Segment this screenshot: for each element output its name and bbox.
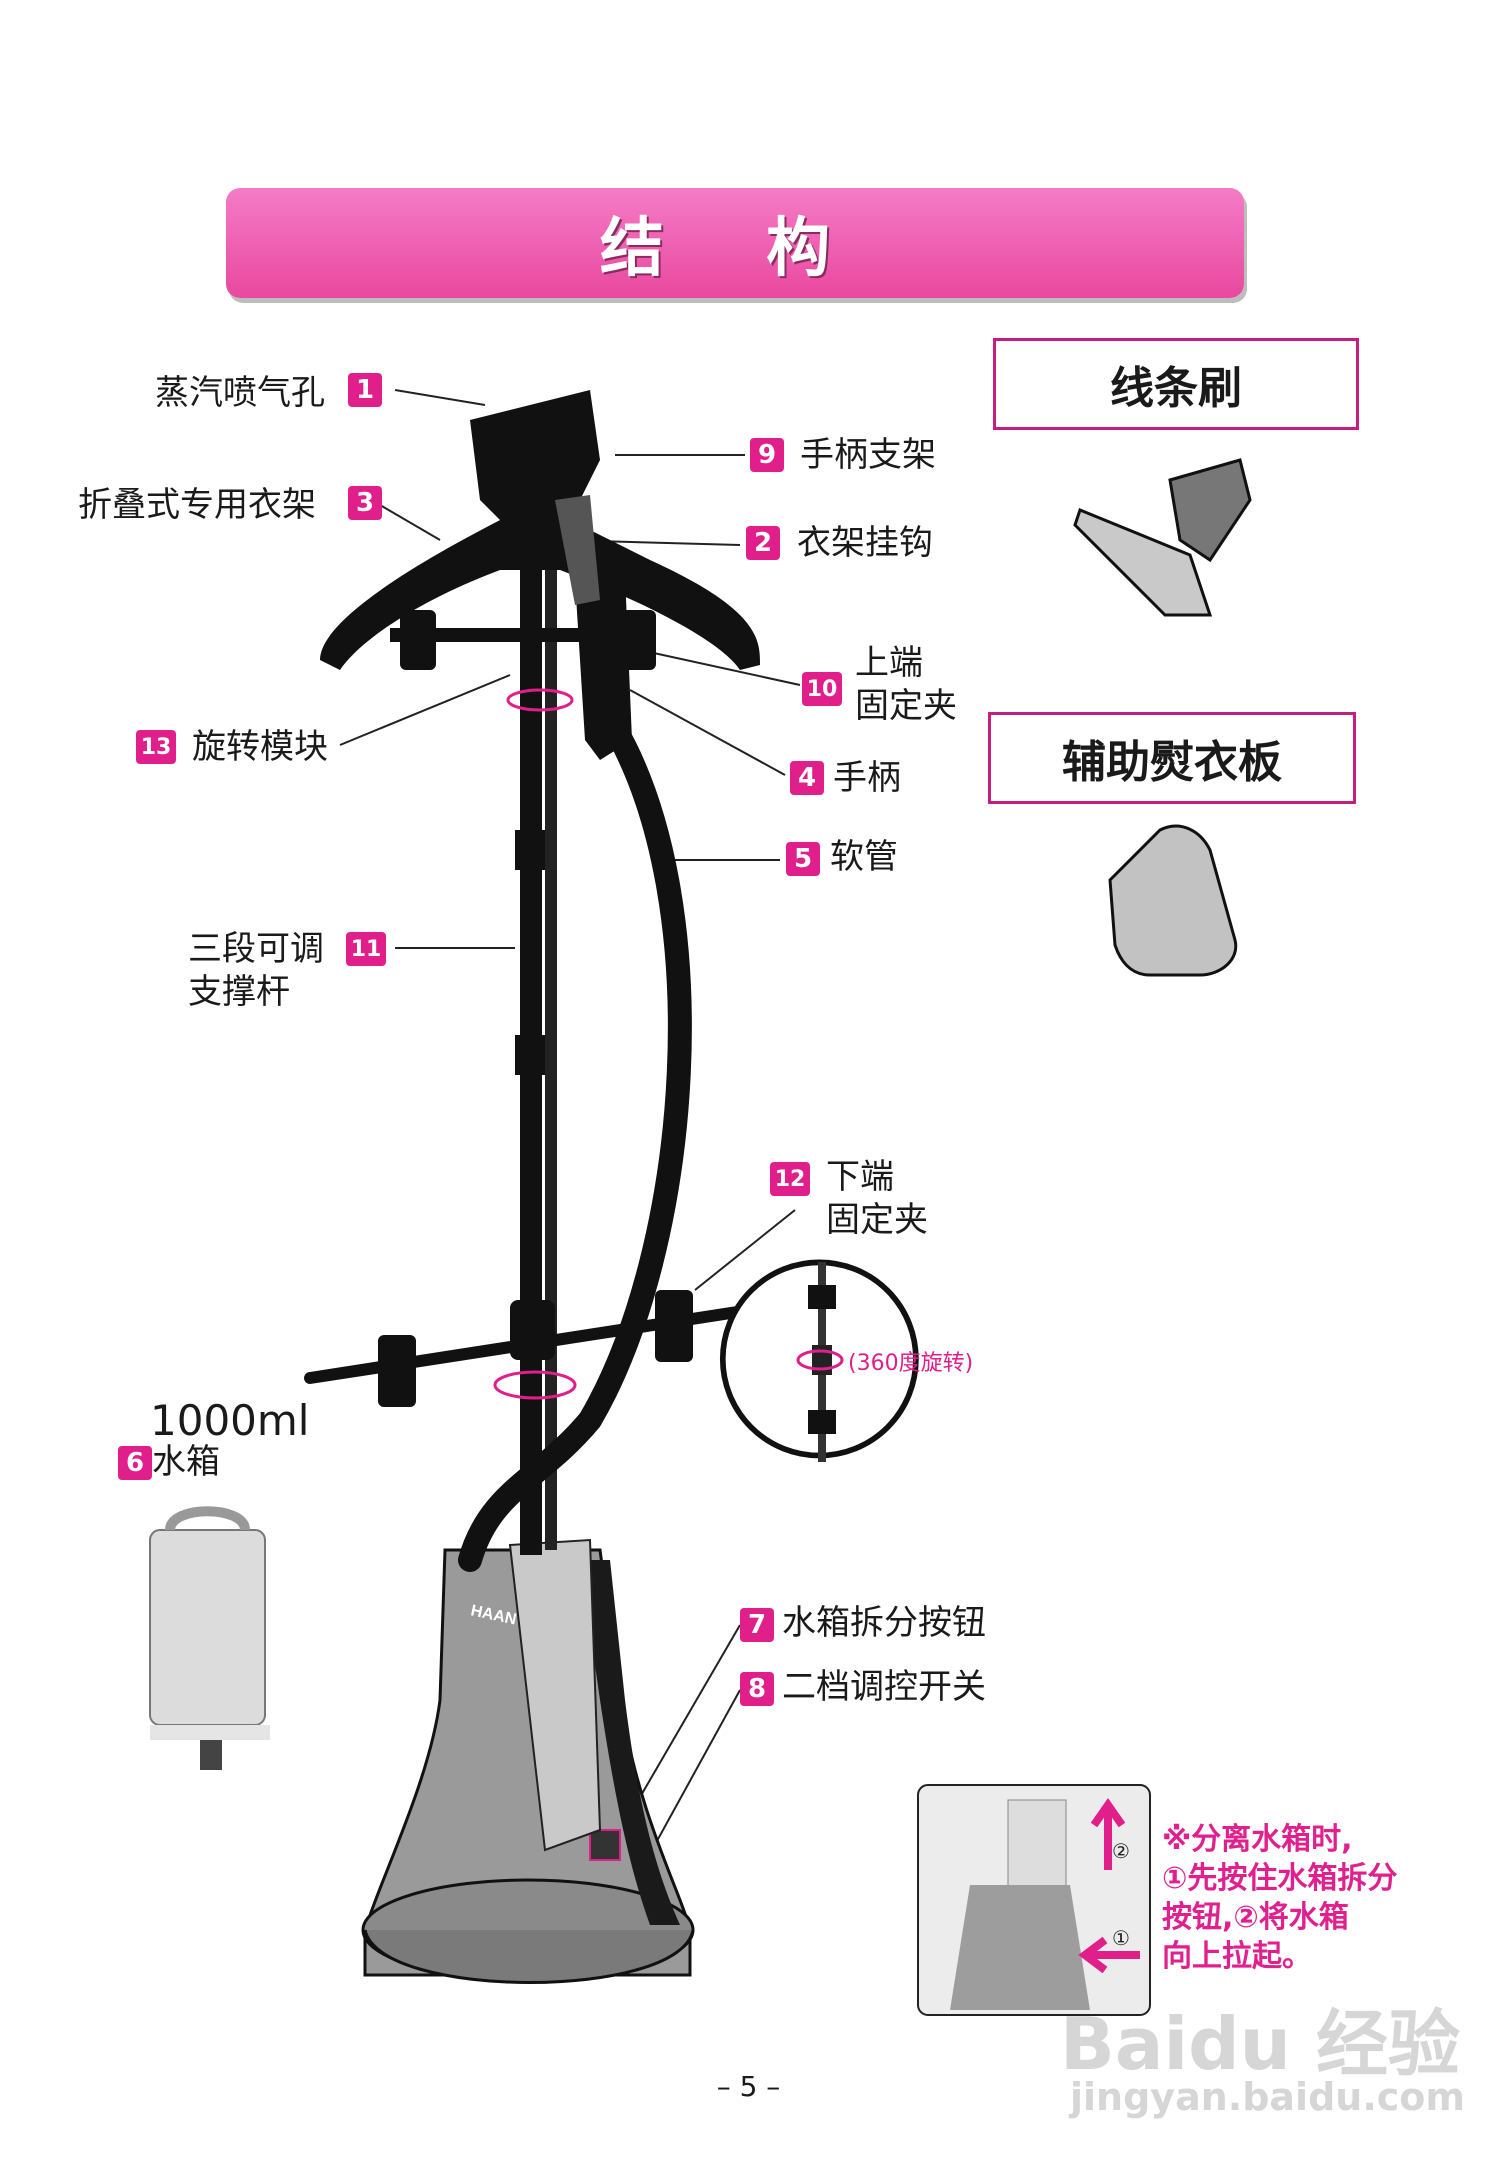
svg-text:①: ① [1112,1926,1130,1950]
badge-6: 6 [118,1446,152,1480]
label-hanger-hook: 衣架挂钩 [797,523,933,563]
label-handle: 手柄 [833,758,901,798]
accessory-brush-title: 线条刷 [993,338,1359,430]
label-water-tank: 水箱 [152,1442,220,1482]
brush-accessory-image [1073,458,1252,617]
badge-13: 13 [136,730,176,764]
accessory-board-title: 辅助熨衣板 [988,712,1356,804]
removal-note: ※分离水箱时, ①先按住水箱拆分 按钮,②将水箱 向上拉起。 [1162,1822,1398,1974]
badge-4: 4 [790,761,824,795]
base-unit: HAAN [361,1538,695,1984]
tank-capacity: 1000ml [150,1396,310,1445]
badge-10: 10 [802,672,842,706]
svg-text:(360度旋转): (360度旋转) [848,1351,973,1376]
label-rotation-module: 旋转模块 [192,727,328,767]
label-support-pole: 三段可调支撑杆 [188,929,324,1012]
page-title: 结 构 [599,212,871,286]
badge-3: 3 [348,486,382,520]
badge-1: 1 [348,373,382,407]
badge-9: 9 [750,438,784,472]
board-accessory-image [1108,824,1238,977]
lower-clamp [304,1290,756,1407]
rotate-upper-icon [506,688,574,712]
clamp-zoom-circle: (360度旋转) [719,1259,973,1462]
svg-text:②: ② [1112,1839,1130,1863]
label-handle-holder: 手柄支架 [800,435,936,475]
badge-7: 7 [740,1608,774,1642]
handle [575,575,632,760]
label-tank-release-button: 水箱拆分按钮 [782,1603,986,1643]
badge-8: 8 [740,1672,774,1706]
label-folding-hanger: 折叠式专用衣架 [78,485,316,525]
watermark-logo: Baidu 经验 [1060,2002,1461,2086]
badge-12: 12 [770,1162,810,1196]
removal-photo: ② ① [917,1784,1151,2016]
badge-5: 5 [786,842,820,876]
label-upper-clamp: 上端固定夹 [855,643,957,726]
hanger [320,510,760,670]
badge-11: 11 [346,932,386,966]
support-pole [515,555,557,1555]
label-two-level-switch: 二档调控开关 [782,1667,986,1707]
label-steam-outlet: 蒸汽喷气孔 [155,373,325,413]
label-lower-clamp: 下端固定夹 [826,1157,928,1240]
page-number: – 5 – [716,2070,781,2103]
leader-lines [339,389,801,1891]
badge-2: 2 [746,526,780,560]
water-tank-image [149,1506,270,1770]
label-hose: 软管 [830,837,898,877]
title-banner: 结 构 [226,188,1244,298]
watermark-url: jingyan.baidu.com [1070,2075,1465,2119]
rotate-lower-icon [493,1370,577,1400]
hose [458,708,692,1572]
